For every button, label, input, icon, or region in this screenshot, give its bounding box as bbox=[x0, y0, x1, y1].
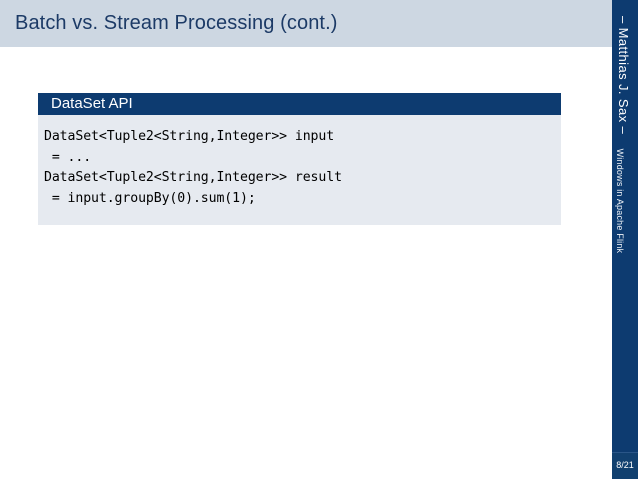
page-number: 8/21 bbox=[616, 460, 634, 470]
sidebar-author-label: – Matthias J. Sax – bbox=[616, 16, 631, 135]
block-body: DataSet<Tuple2<String,Integer>> input = … bbox=[38, 115, 561, 225]
sidebar: – Matthias J. Sax – Windows in Apache Fl… bbox=[612, 0, 638, 479]
content-block: DataSet API DataSet<Tuple2<String,Intege… bbox=[38, 93, 561, 225]
sidebar-text-area: – Matthias J. Sax – Windows in Apache Fl… bbox=[612, 0, 638, 452]
code-snippet: DataSet<Tuple2<String,Integer>> input = … bbox=[44, 129, 342, 206]
block-title: DataSet API bbox=[38, 93, 561, 115]
sidebar-subtitle-label: Windows in Apache Flink bbox=[615, 148, 625, 254]
page-title: Batch vs. Stream Processing (cont.) bbox=[15, 12, 338, 34]
sidebar-footer: 8/21 bbox=[612, 452, 638, 479]
sidebar-rotated-text: – Matthias J. Sax – Windows in Apache Fl… bbox=[612, 16, 631, 254]
slide-title-bar: Batch vs. Stream Processing (cont.) bbox=[0, 0, 612, 47]
